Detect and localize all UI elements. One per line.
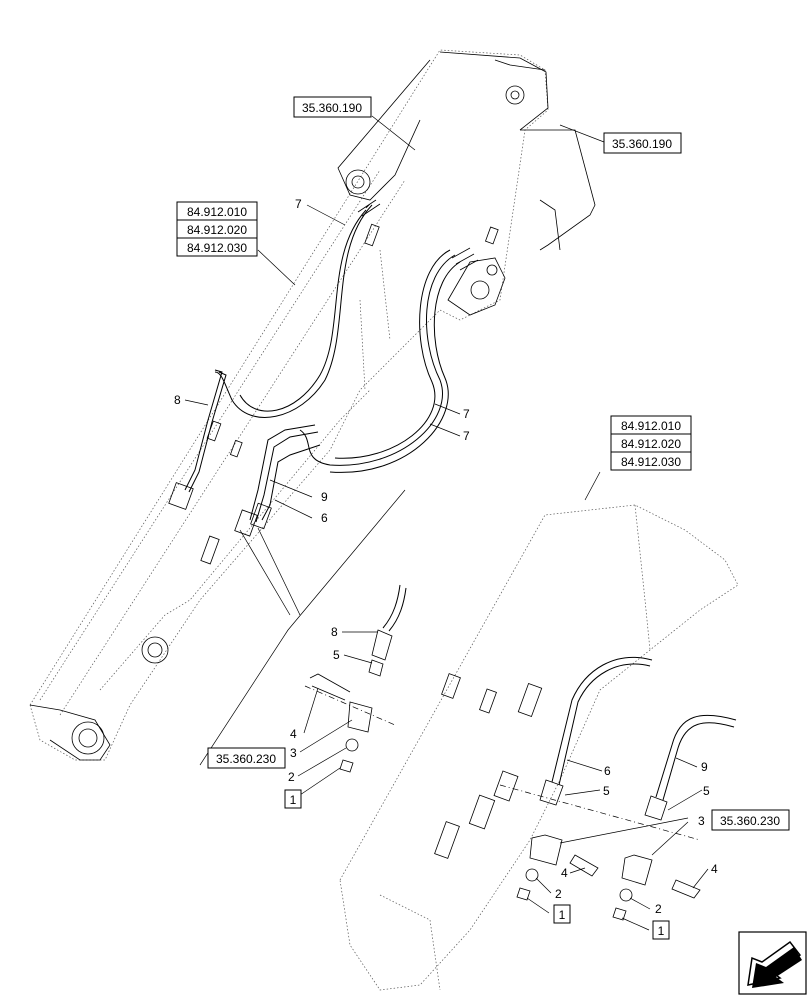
- ref-boom-top-left[interactable]: 35.360.190: [293, 96, 372, 118]
- ref-group-left[interactable]: 84.912.010 84.912.020 84.912.030: [176, 201, 258, 257]
- callout-5-right-a: 5: [603, 784, 610, 798]
- callout-9-boom: 9: [321, 490, 328, 504]
- svg-text:84.912.010: 84.912.010: [187, 205, 247, 219]
- callout-labels: 7 8 7 7 9 6 8 5 4 3 2 1 6 9 5 5 3 4 4 2 …: [174, 197, 718, 940]
- item-1-right-a-box[interactable]: [553, 904, 571, 924]
- svg-text:35.360.190: 35.360.190: [612, 137, 672, 151]
- callout-4-left: 4: [290, 727, 297, 741]
- callout-8-boom: 8: [174, 393, 181, 407]
- callout-2-left: 2: [288, 770, 295, 784]
- callout-3-right: 3: [698, 814, 705, 828]
- svg-text:35.360.230: 35.360.230: [720, 814, 780, 828]
- callout-5-right-b: 5: [703, 784, 710, 798]
- callout-7-mid-a: 7: [463, 407, 470, 421]
- arm-pipes: [499, 656, 737, 921]
- svg-text:84.912.020: 84.912.020: [621, 437, 681, 451]
- callout-1-right-a: 1: [559, 908, 566, 922]
- ref-block-left[interactable]: 35.360.230: [207, 747, 286, 769]
- callout-1-right-b: 1: [658, 924, 665, 938]
- svg-text:84.912.030: 84.912.030: [187, 241, 247, 255]
- detail-left: [304, 584, 407, 773]
- boom-illustration: [29, 49, 596, 761]
- item-1-right-b-box[interactable]: [652, 920, 670, 940]
- callout-6-right: 6: [604, 764, 611, 778]
- callout-7-mid-b: 7: [463, 429, 470, 443]
- callout-leaders: [184, 115, 709, 931]
- callout-1-left: 1: [290, 793, 297, 807]
- callout-4-right-a: 4: [561, 866, 568, 880]
- callout-9-right: 9: [701, 760, 708, 774]
- ref-group-right[interactable]: 84.912.010 84.912.020 84.912.030: [610, 415, 692, 471]
- callout-5-detail: 5: [333, 648, 340, 662]
- ref-block-right[interactable]: 35.360.230: [711, 809, 790, 831]
- callout-2-right-b: 2: [655, 902, 662, 916]
- callout-6-boom: 6: [321, 511, 328, 525]
- svg-text:35.360.190: 35.360.190: [302, 101, 362, 115]
- callout-8-detail: 8: [331, 625, 338, 639]
- item-1-left-box[interactable]: [284, 789, 302, 809]
- svg-text:35.360.230: 35.360.230: [216, 752, 276, 766]
- callout-4-right-b: 4: [711, 862, 718, 876]
- arm-illustration: [339, 504, 739, 991]
- arrow-left-icon[interactable]: [738, 931, 807, 995]
- callout-2-right-a: 2: [555, 887, 562, 901]
- callout-3-left: 3: [290, 746, 297, 760]
- svg-text:84.912.020: 84.912.020: [187, 223, 247, 237]
- svg-text:84.912.010: 84.912.010: [621, 419, 681, 433]
- ref-boom-top-right[interactable]: 35.360.190: [603, 132, 682, 154]
- callout-7-upper: 7: [295, 197, 302, 211]
- svg-text:84.912.030: 84.912.030: [621, 455, 681, 469]
